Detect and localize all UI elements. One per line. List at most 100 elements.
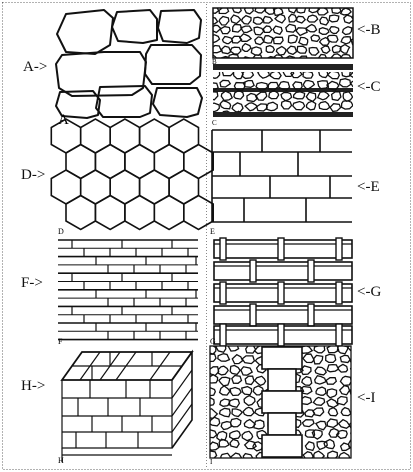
rubble-stone bbox=[329, 103, 342, 112]
rubble-stone bbox=[242, 452, 254, 458]
rubble-stone bbox=[252, 385, 265, 396]
rubble-stone bbox=[240, 366, 254, 376]
rubble-stone bbox=[264, 8, 276, 15]
rubble-stone bbox=[231, 463, 241, 471]
rubble-stone bbox=[241, 72, 255, 80]
rubble-stone bbox=[213, 34, 221, 44]
rubble-stone bbox=[317, 53, 328, 58]
rubble-stone bbox=[328, 26, 340, 35]
rubble-stone bbox=[347, 439, 351, 449]
header-brick bbox=[335, 323, 343, 347]
rubble-stone bbox=[218, 376, 231, 387]
rubble-stone bbox=[262, 25, 273, 34]
rubble-stone bbox=[296, 45, 308, 54]
brick-course bbox=[213, 305, 353, 325]
rubble-stone bbox=[331, 44, 342, 54]
pointer-g: <-G bbox=[357, 284, 382, 300]
header-brick bbox=[307, 303, 315, 327]
panel-f-letter: F bbox=[58, 337, 63, 346]
rubble-stone bbox=[352, 103, 353, 107]
rubble-stone bbox=[349, 388, 351, 396]
rubble-stone bbox=[348, 422, 351, 430]
panel-c-coursed-rubble bbox=[213, 64, 353, 117]
rubble-stone bbox=[349, 367, 351, 372]
rubble-stone bbox=[306, 14, 319, 23]
rubble-stone bbox=[213, 24, 222, 34]
rubble-stone bbox=[304, 409, 316, 418]
rubble-stone bbox=[350, 413, 351, 417]
rubble-stone bbox=[269, 72, 282, 80]
rubble-stone bbox=[280, 100, 293, 110]
rubble-stone bbox=[341, 72, 353, 78]
rubble-stone bbox=[255, 91, 268, 101]
rubble-stone bbox=[314, 366, 328, 376]
rubble-stone bbox=[326, 450, 339, 458]
rubble-stone bbox=[349, 465, 359, 472]
header-brick bbox=[277, 323, 285, 347]
header-brick bbox=[219, 323, 227, 347]
pointer-e: <-E bbox=[357, 179, 380, 195]
header-brick bbox=[335, 281, 343, 305]
rubble-stone bbox=[338, 384, 351, 396]
rubble-stone bbox=[339, 375, 351, 387]
panel-b-letter: B bbox=[212, 58, 217, 66]
panel-i-letter: I bbox=[210, 458, 213, 466]
rubble-stone bbox=[280, 91, 293, 102]
rubble-stone bbox=[241, 430, 254, 442]
rubble-stone bbox=[253, 463, 264, 472]
rubble-stone bbox=[231, 35, 243, 44]
rubble-stone bbox=[296, 8, 307, 14]
rubble-stone bbox=[246, 92, 258, 103]
rubble-stone bbox=[342, 91, 353, 103]
rubble-stone bbox=[315, 386, 327, 396]
rubble-stone bbox=[326, 363, 340, 373]
panel-h-letter: H bbox=[58, 456, 64, 465]
rubble-stone bbox=[336, 346, 350, 355]
rubble-stone bbox=[239, 25, 253, 34]
panel-a-rubble-stones bbox=[55, 9, 203, 119]
rubble-stone bbox=[351, 15, 353, 20]
rubble-stone bbox=[242, 406, 255, 417]
rubble-stone bbox=[349, 80, 353, 88]
rubble-stone bbox=[313, 346, 326, 354]
rubble-stone bbox=[308, 46, 320, 56]
rubble-stone bbox=[213, 54, 218, 58]
rubble-stone bbox=[220, 45, 232, 55]
rubble-stone bbox=[243, 8, 255, 15]
rubble-stone bbox=[240, 385, 253, 396]
rubble-stone bbox=[243, 394, 256, 407]
rubble-stone bbox=[243, 418, 257, 429]
rubble-stone bbox=[352, 48, 353, 51]
rubble-stone bbox=[210, 353, 217, 363]
rubble-stone bbox=[304, 23, 318, 33]
rubble-stone bbox=[210, 450, 218, 458]
rubble-stone bbox=[218, 463, 230, 472]
rubble-stone bbox=[231, 408, 243, 418]
rubble-stone bbox=[218, 407, 231, 418]
rubble-stone bbox=[316, 80, 330, 90]
rubble-stone bbox=[302, 72, 314, 79]
rubble-stone bbox=[219, 99, 232, 110]
rubble-stone bbox=[343, 14, 353, 25]
rubble-stone bbox=[328, 14, 340, 23]
rubble-stone bbox=[314, 464, 325, 472]
rubble-stone bbox=[316, 8, 329, 16]
rubble-stone bbox=[244, 102, 259, 112]
rubble-stone bbox=[339, 53, 352, 58]
rubble-stone bbox=[346, 346, 351, 352]
rubble-stone bbox=[231, 374, 243, 384]
panel-b-random-rubble bbox=[212, 7, 354, 59]
rubble-stone bbox=[217, 353, 231, 362]
rubble-stone bbox=[323, 438, 336, 450]
rubble-stone bbox=[292, 81, 303, 92]
rubble-stone bbox=[274, 13, 287, 24]
rubble-stone bbox=[213, 16, 219, 25]
pointer-i: <-I bbox=[357, 390, 376, 406]
rubble-stone bbox=[229, 386, 242, 397]
rubble-stone bbox=[221, 72, 235, 77]
rubble-stone bbox=[229, 364, 241, 376]
rubble-stone bbox=[288, 13, 298, 23]
hexagon-stone bbox=[124, 194, 156, 231]
rubble-stone bbox=[282, 72, 295, 78]
